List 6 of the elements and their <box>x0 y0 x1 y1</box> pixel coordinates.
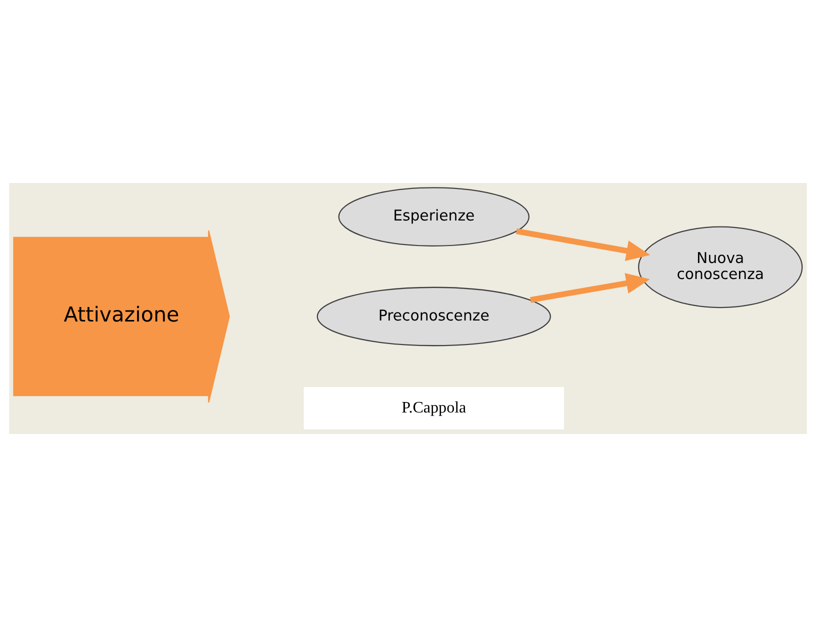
node-ellipse: Esperienze <box>338 187 530 246</box>
arrow <box>529 273 650 303</box>
node-ellipse: Preconoscenze <box>316 286 550 346</box>
label: P.Cappola <box>401 399 466 416</box>
node-ellipse: Nuova conoscenza <box>638 226 802 308</box>
arrow <box>515 228 650 262</box>
